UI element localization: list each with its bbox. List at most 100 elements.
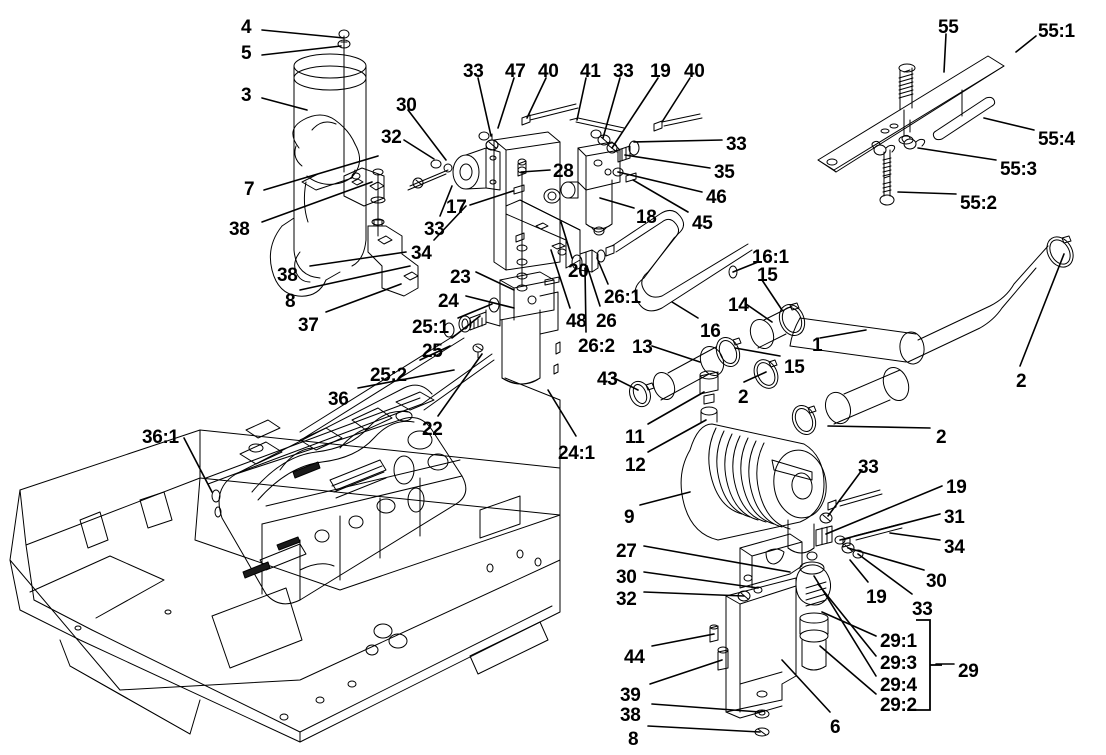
leader-line-33	[477, 77, 492, 137]
callout-24-1: 24:1	[558, 443, 595, 464]
callout-29: 29	[958, 661, 979, 682]
leader-line-55	[943, 33, 947, 73]
leader-line-38	[261, 181, 373, 223]
callout-25: 25	[422, 341, 443, 362]
callout-26-1: 26:1	[604, 287, 641, 308]
callout-40: 40	[684, 61, 705, 82]
leader-line-9	[639, 491, 691, 506]
callout-30: 30	[926, 571, 947, 592]
leader-line-19	[849, 559, 869, 583]
callout-1: 1	[812, 335, 823, 356]
callout-44: 44	[624, 647, 645, 668]
callout-29-2: 29:2	[880, 695, 917, 716]
leader-line-26-1	[596, 257, 609, 285]
leader-line-34	[433, 205, 467, 241]
callout-38: 38	[620, 705, 641, 726]
leader-line-5	[261, 45, 342, 56]
leader-line-22	[437, 353, 483, 417]
callout-36-1: 36:1	[142, 427, 179, 448]
callout-40: 40	[538, 61, 559, 82]
callout-12: 12	[625, 455, 646, 476]
bracket-29	[916, 619, 931, 711]
leader-line-19	[611, 77, 659, 149]
leader-line-25-2	[419, 345, 451, 361]
callout-55-1: 55:1	[1038, 21, 1075, 42]
callout-25-1: 25:1	[412, 317, 449, 338]
leader-line-4	[261, 29, 345, 39]
part-18-fuel-filter	[517, 141, 621, 236]
leader-line-30	[847, 547, 925, 571]
leader-line-28	[520, 169, 551, 173]
callout-33: 33	[912, 599, 933, 620]
callout-29-3: 29:3	[880, 653, 917, 674]
callout-28: 28	[553, 161, 574, 182]
leader-line-16	[671, 301, 699, 319]
leader-line-32	[403, 139, 435, 160]
callout-45: 45	[692, 213, 713, 234]
callout-2: 2	[738, 387, 749, 408]
leader-line-11	[647, 391, 705, 425]
callout-33: 33	[463, 61, 484, 82]
leader-line-2	[743, 371, 767, 383]
callout-39: 39	[620, 685, 641, 706]
part-25-fuel-fitting	[299, 297, 501, 439]
callout-33: 33	[726, 134, 747, 155]
leader-line-33	[827, 469, 863, 517]
callout-55-3: 55:3	[1000, 159, 1037, 180]
callout-34: 34	[944, 537, 965, 558]
callout-2: 2	[936, 427, 947, 448]
leader-line-32	[643, 591, 745, 597]
callout-26: 26	[596, 311, 617, 332]
leader-line-55-2	[897, 191, 957, 195]
leader-line-17	[469, 190, 514, 206]
leader-line-35	[624, 154, 711, 169]
leader-line-12	[647, 419, 707, 453]
leader-line-7	[263, 155, 379, 191]
callout-55-2: 55:2	[960, 193, 997, 214]
leader-line-34	[889, 532, 941, 541]
callout-24: 24	[438, 291, 459, 312]
callout-11: 11	[625, 427, 645, 448]
callout-33: 33	[858, 457, 879, 478]
leader-line-16-1	[732, 261, 759, 273]
callout-34: 34	[411, 243, 432, 264]
callout-46: 46	[706, 187, 727, 208]
leader-line-24-1	[547, 389, 577, 437]
callout-27: 27	[616, 541, 637, 562]
callout-5: 5	[241, 43, 252, 64]
callout-32: 32	[616, 589, 637, 610]
callout-41: 41	[580, 61, 601, 82]
callout-2: 2	[1016, 371, 1027, 392]
leader-line-29-1	[821, 611, 877, 637]
callout-15: 15	[784, 357, 805, 378]
callout-37: 37	[298, 315, 319, 336]
callout-26-2: 26:2	[578, 336, 615, 357]
callout-22: 22	[422, 419, 443, 440]
leader-line-30	[643, 571, 759, 589]
callout-35: 35	[714, 162, 735, 183]
callout-47: 47	[505, 61, 526, 82]
callout-14: 14	[728, 295, 749, 316]
part-3-exhaust-stack	[269, 29, 367, 297]
leader-line-8	[299, 265, 411, 291]
part-40-47-rods	[478, 103, 703, 183]
callout-33: 33	[424, 219, 445, 240]
leader-line-33	[602, 77, 621, 139]
callout-17: 17	[446, 197, 467, 218]
part-27-6-lower-bracket	[709, 533, 803, 737]
callout-48: 48	[566, 311, 587, 332]
leader-line-43	[613, 377, 639, 391]
leader-line-14	[745, 303, 773, 323]
leader-line-44	[651, 633, 715, 647]
callout-23: 23	[450, 267, 471, 288]
callout-3: 3	[241, 85, 252, 106]
leader-line-48	[550, 249, 571, 309]
part-26-hose-fitting	[557, 210, 753, 312]
leader-line-40	[526, 77, 547, 119]
leader-line-36-1	[183, 437, 213, 493]
callout-29-4: 29:4	[880, 675, 917, 696]
leader-line-18	[599, 197, 635, 209]
leader-line-13	[651, 345, 701, 363]
